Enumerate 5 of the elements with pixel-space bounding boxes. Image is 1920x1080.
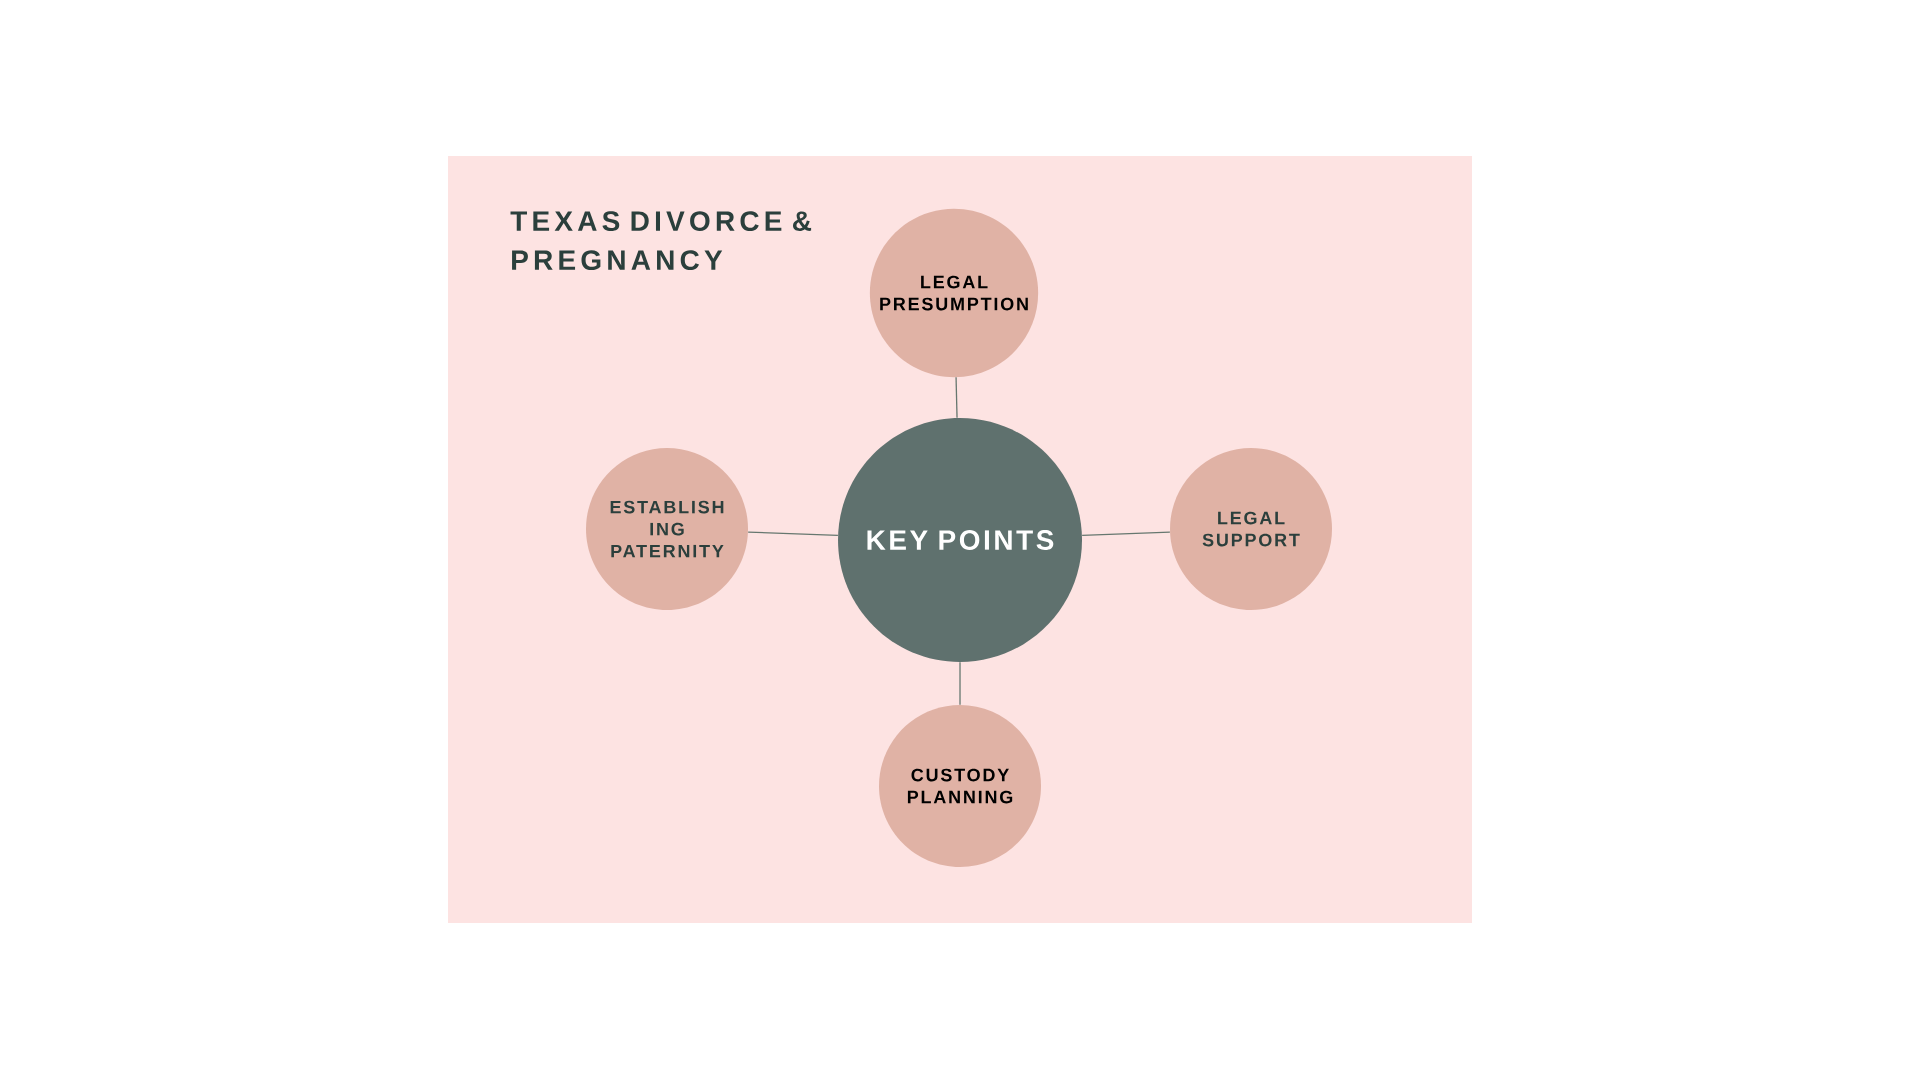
connector-line [955, 376, 958, 419]
connector-line [1081, 531, 1171, 537]
connector-line [747, 531, 839, 537]
title: TEXAS DIVORCE & PREGNANCY [510, 211, 812, 270]
connector-line [959, 661, 961, 706]
